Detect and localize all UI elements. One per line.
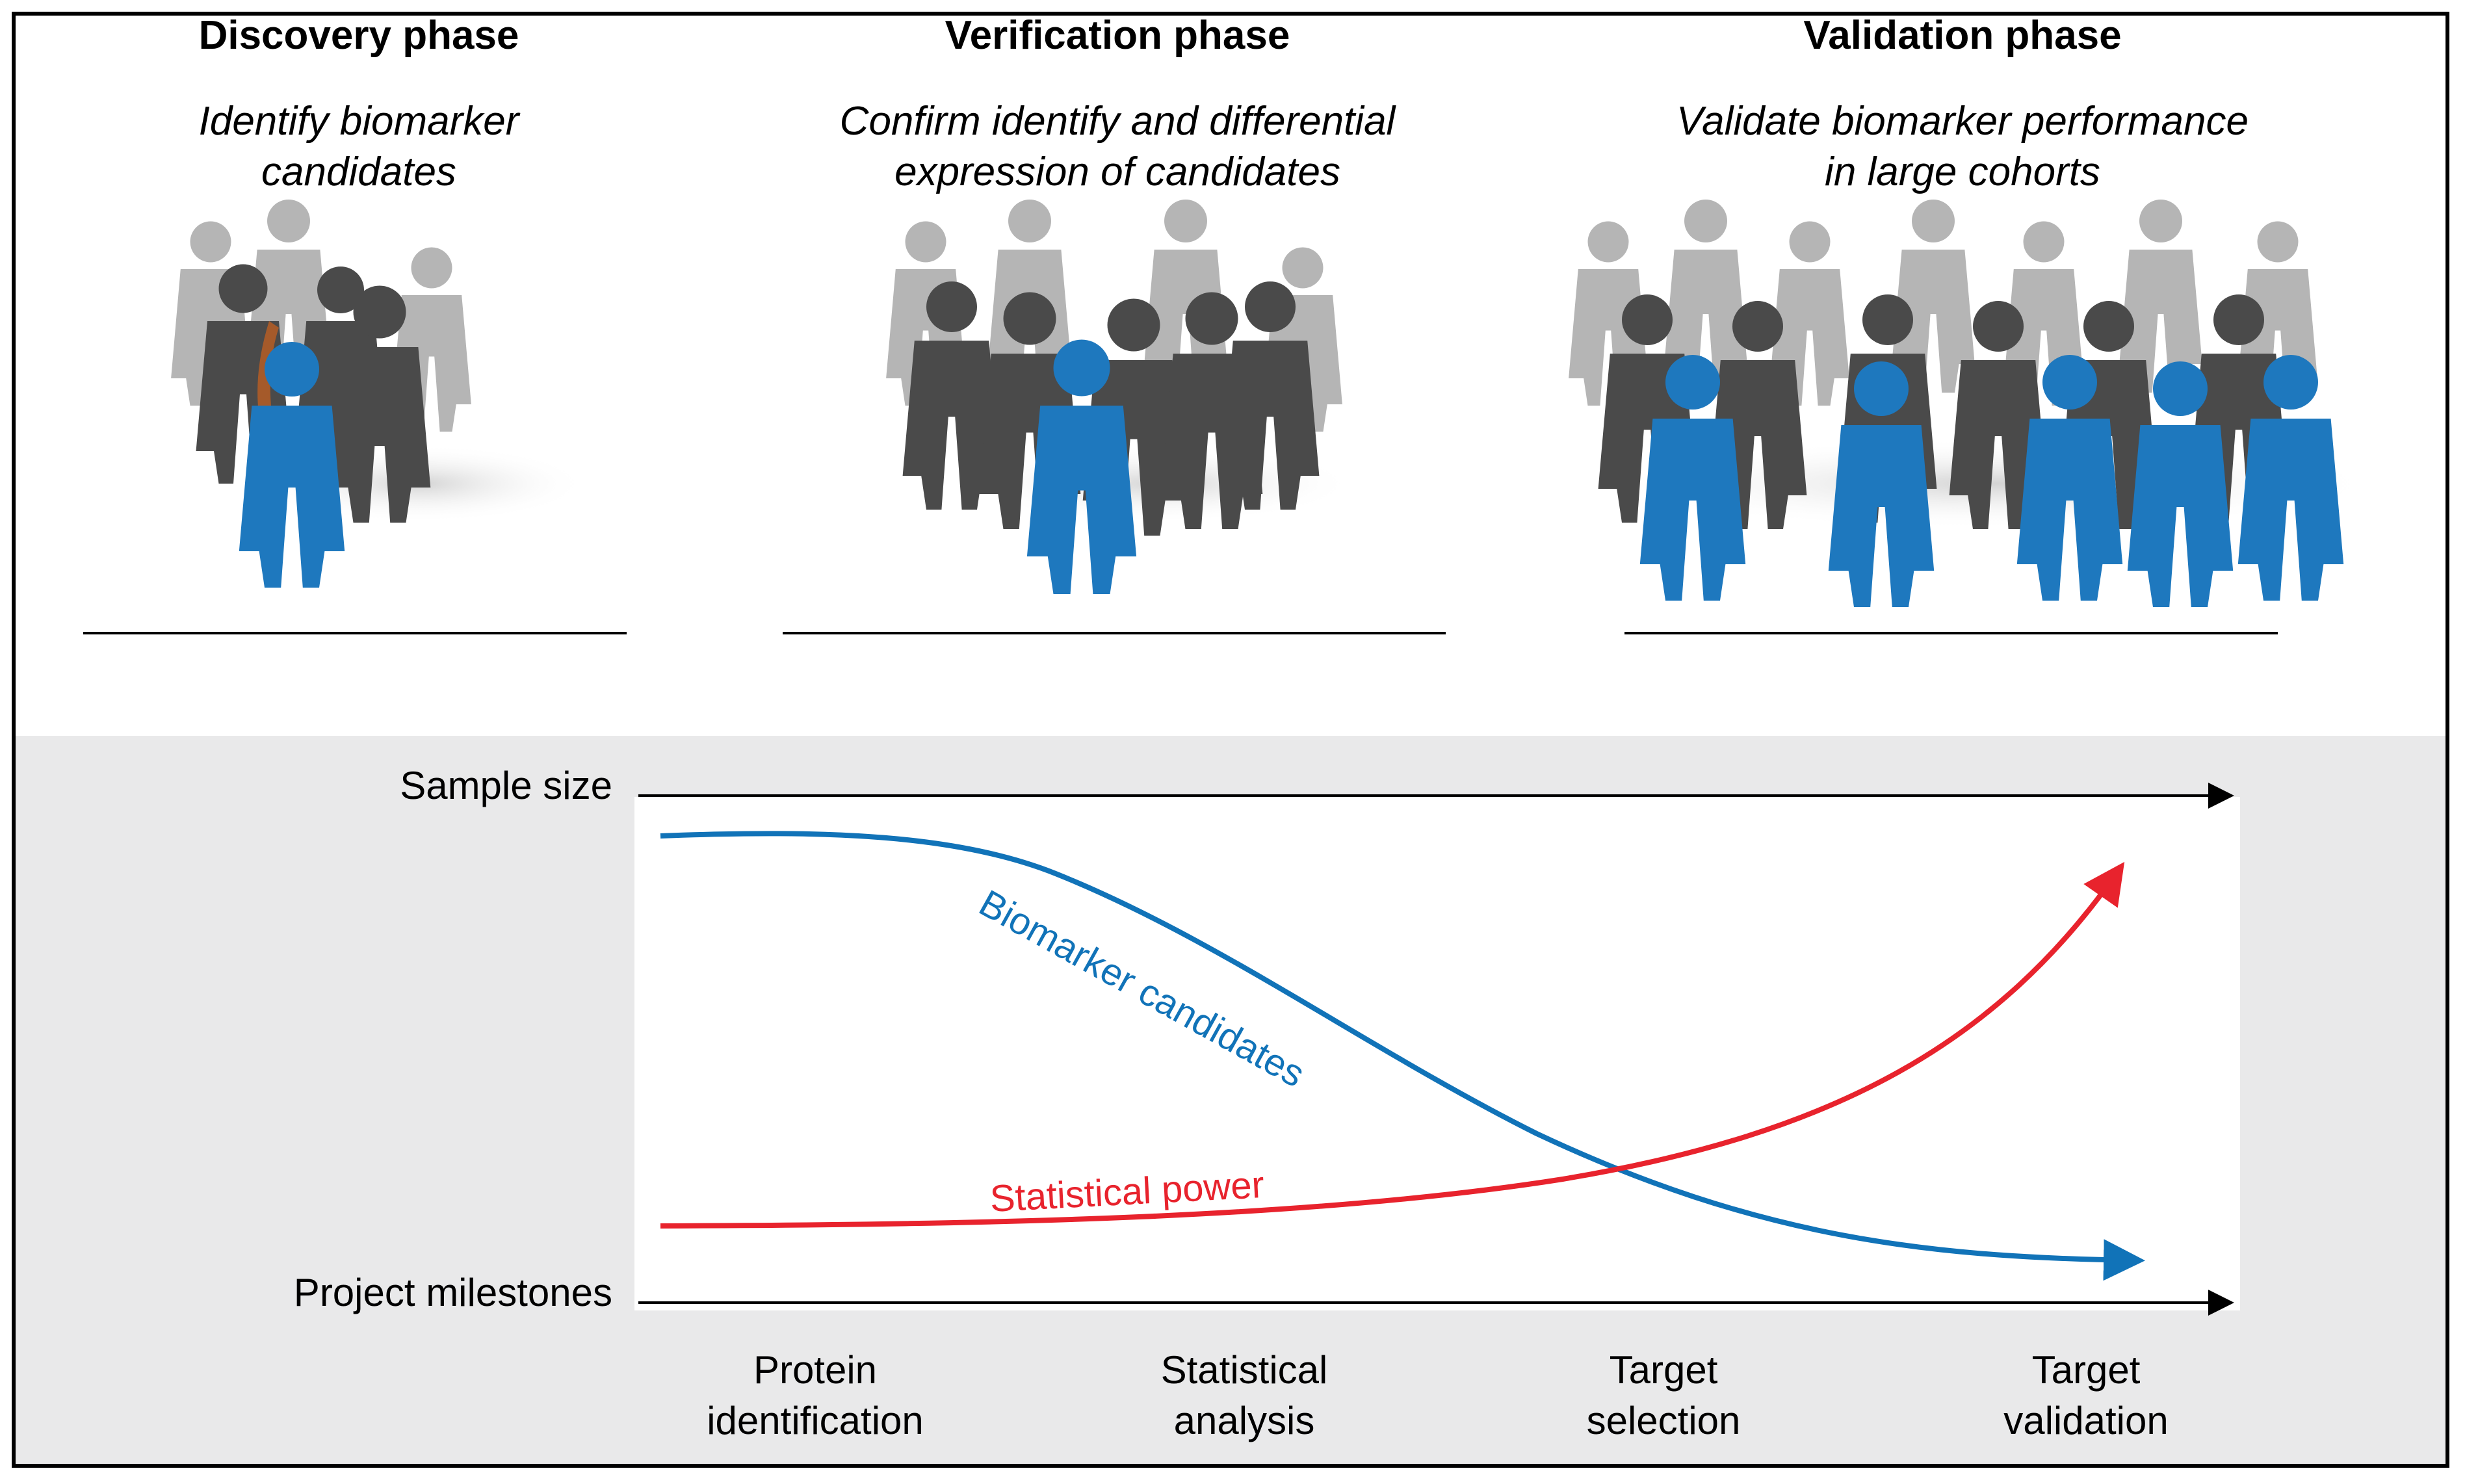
milestone-statistical-analysis: Statistical analysis	[1075, 1345, 1413, 1446]
highlight-person-discovery	[239, 321, 345, 588]
chart-svg: Biomarker candidates Statistical power	[638, 783, 2234, 1316]
milestone-3-line2: selection	[1586, 1399, 1741, 1442]
power-curve	[660, 861, 2125, 1229]
crowd-validation	[1569, 200, 2382, 634]
milestone-3-line1: Target	[1609, 1348, 1718, 1392]
phase-title-validation: Validation phase	[1803, 13, 2122, 58]
phase-discovery: Discovery phase Identify biomarker candi…	[16, 13, 716, 198]
milestone-1-line1: Protein	[753, 1348, 878, 1392]
phase-validation: Validation phase Validate biomarker perf…	[1605, 16, 2320, 198]
y-axis-label: Sample size	[400, 764, 612, 807]
crowd-discovery	[83, 200, 627, 634]
milestone-2-line2: analysis	[1173, 1399, 1315, 1442]
x-axis-label: Project milestones	[293, 1271, 612, 1314]
crowd-verification	[783, 200, 1446, 634]
phase-title-verification: Verification phase	[945, 13, 1290, 58]
milestone-protein-identification: Protein identification	[646, 1345, 984, 1446]
people-illustrations	[83, 200, 2382, 634]
milestone-2-line1: Statistical	[1160, 1348, 1328, 1392]
milestone-4-line2: validation	[2003, 1399, 2169, 1442]
figure-frame: Discovery phase Identify biomarker candi…	[12, 12, 2449, 1468]
milestone-4-line1: Target	[2031, 1348, 2141, 1392]
milestone-target-selection: Target selection	[1494, 1345, 1832, 1446]
phase-desc-verification: Confirm identify and differential expres…	[839, 99, 1396, 194]
milestone-1-line2: identification	[707, 1399, 924, 1442]
phase-desc-validation: Validate biomarker performance in large …	[1676, 99, 2249, 194]
phase-title-discovery: Discovery phase	[198, 13, 519, 58]
phase-desc-discovery: Identify biomarker candidates	[198, 99, 519, 194]
phase-verification: Verification phase Confirm identify and …	[760, 16, 1475, 198]
milestone-target-validation: Target validation	[1917, 1345, 2255, 1446]
biomarker-curve	[660, 831, 2145, 1281]
